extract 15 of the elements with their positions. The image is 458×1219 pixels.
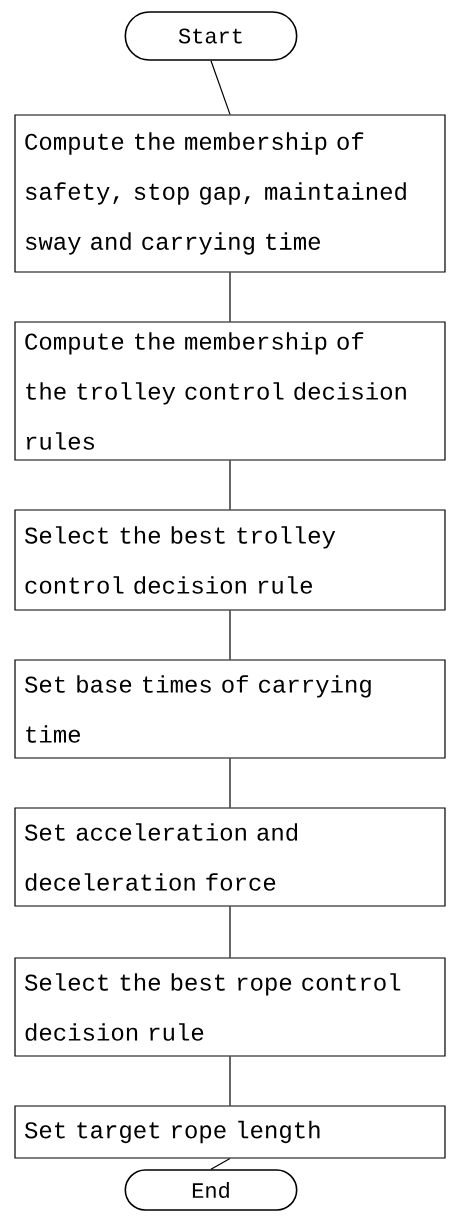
process-box: Select the best trolley control decision rule — [14, 509, 446, 611]
process-box: Set target rope length — [14, 1105, 446, 1159]
connector-line — [229, 758, 231, 808]
connector-line — [210, 60, 231, 115]
connector-line — [229, 460, 231, 510]
process-box: Compute the membership of safety, stop gap, maintained sway and carrying time — [14, 114, 446, 273]
connector-line — [229, 906, 231, 958]
connector-line — [210, 1158, 231, 1170]
process-box: Set acceleration and deceleration force — [14, 807, 446, 907]
process-box: Set base times of carrying time — [14, 659, 446, 759]
connector-line — [229, 1056, 231, 1106]
connector-line — [229, 272, 231, 323]
connector-line — [229, 610, 231, 660]
process-box: Compute the membership of the trolley control decision rules — [14, 321, 446, 461]
process-box: Select the best rope control decision rule — [14, 957, 446, 1057]
